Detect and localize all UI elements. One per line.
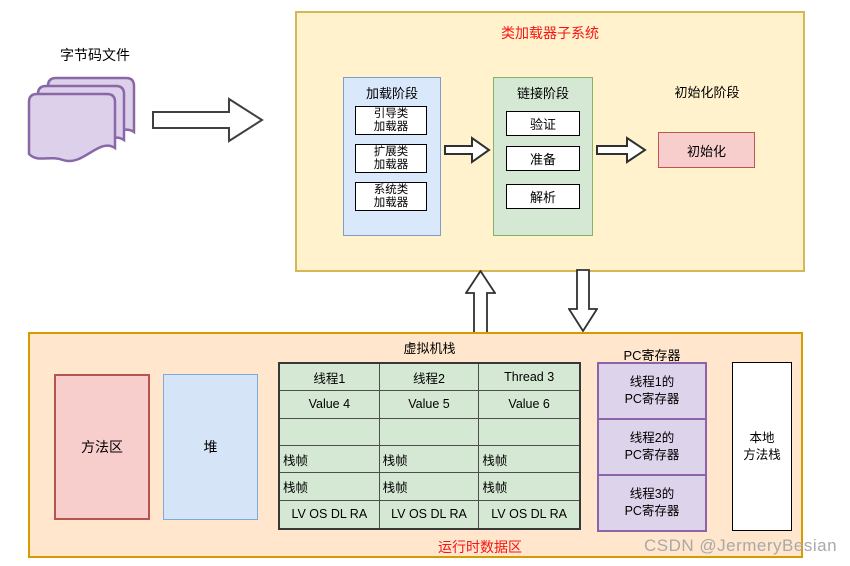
- bytecode-files-icon: [27, 76, 136, 163]
- prepare-step-box: 准备: [506, 146, 580, 171]
- stack-frame-cell: 栈帧: [280, 473, 380, 501]
- bytecode-file-label: 字节码文件: [60, 47, 130, 63]
- extension-class-loader-box: 扩展类 加载器: [355, 144, 427, 173]
- system-class-loader-box: 系统类 加载器: [355, 182, 427, 211]
- runtime-to-subsystem-arrow-icon: [465, 270, 496, 334]
- vm-stack-thread2-header: 线程2: [379, 364, 480, 392]
- csdn-watermark: CSDN @JermeryBesian: [644, 536, 838, 555]
- stack-frame-cell: 栈帧: [379, 473, 480, 501]
- loading-phase-title: 加载阶段: [365, 86, 418, 101]
- runtime-data-area-box: 方法区 堆 虚拟机栈 线程1 线程2 Thread 3 Value 4 Valu…: [28, 332, 803, 558]
- vm-stack-empty-cell: [280, 418, 380, 446]
- heap-box: 堆: [163, 374, 258, 520]
- linking-phase-box: 链接阶段 验证 准备 解析: [493, 77, 593, 236]
- loading-phase-box: 加载阶段 引导类 加载器 扩展类 加载器 系统类 加载器: [343, 77, 441, 236]
- class-loader-subsystem-title: 类加载器子系统: [501, 25, 599, 41]
- verify-step-box: 验证: [506, 111, 580, 136]
- vm-stack-empty-cell: [479, 419, 579, 446]
- linking-to-initialization-arrow-icon: [596, 136, 647, 164]
- pc-register-box: 线程1的 PC寄存器 线程2的 PC寄存器 线程3的 PC寄存器: [597, 362, 707, 532]
- frame-slots-cell: LV OS DL RA: [491, 507, 568, 522]
- resolve-step-box: 解析: [506, 184, 580, 209]
- stack-frame-cell: 栈帧: [479, 473, 579, 501]
- bootstrap-class-loader-box: 引导类 加载器: [355, 106, 427, 135]
- frame-slots-cell: LV OS DL RA: [280, 500, 380, 528]
- native-method-stack-box: 本地 方法栈: [732, 362, 792, 531]
- method-area-box: 方法区: [54, 374, 150, 520]
- stack-frame-cell: 栈帧: [280, 446, 380, 474]
- bytecode-to-classloader-arrow-icon: [152, 97, 264, 143]
- vm-stack-empty-cell: [379, 418, 480, 446]
- vm-stack-value-cell: Value 4: [280, 391, 380, 419]
- vm-stack-value-cell: Value 5: [379, 391, 480, 419]
- frame-slots-cell: LV OS DL RA: [380, 500, 480, 528]
- thread3-pc-register-cell: 线程3的 PC寄存器: [624, 487, 680, 518]
- stack-frame-cell: 栈帧: [379, 446, 480, 474]
- vm-stack-thread1-header: 线程1: [280, 364, 380, 392]
- initialization-box: 初始化: [658, 132, 755, 168]
- runtime-data-area-title: 运行时数据区: [438, 539, 522, 555]
- thread1-pc-register-cell: 线程1的 PC寄存器: [599, 364, 705, 420]
- thread2-pc-register-cell: 线程2的 PC寄存器: [599, 420, 705, 476]
- loading-to-linking-arrow-icon: [444, 136, 491, 164]
- initialization-phase-title: 初始化阶段: [674, 85, 740, 100]
- pc-register-title: PC寄存器: [623, 348, 681, 363]
- class-loader-subsystem-box: 类加载器子系统 加载阶段 引导类 加载器 扩展类 加载器 系统类 加载器 链接阶…: [295, 11, 805, 272]
- vm-stack-thread3-header: Thread 3: [479, 364, 579, 392]
- subsystem-to-runtime-arrow-icon: [568, 269, 598, 332]
- linking-phase-title: 链接阶段: [516, 86, 569, 101]
- vm-stack-title: 虚拟机栈: [403, 341, 456, 356]
- stack-frame-cell: 栈帧: [479, 446, 579, 474]
- vm-stack-value-cell: Value 6: [479, 391, 579, 419]
- vm-stack-table: 线程1 线程2 Thread 3 Value 4 Value 5 Value 6…: [278, 362, 581, 530]
